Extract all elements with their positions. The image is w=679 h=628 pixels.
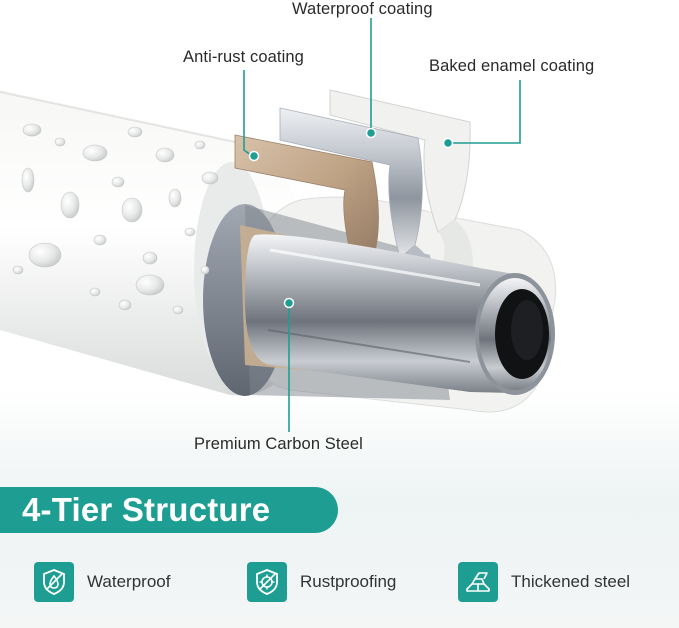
premium-carbon-steel-label: Premium Carbon Steel [194,435,363,453]
feature-rustproofing: Rustproofing [247,561,396,603]
feature-label: Rustproofing [300,572,397,591]
page-title: 4-Tier Structure [22,491,271,528]
waterproof-shield-icon [34,562,74,602]
feature-label: Thickened steel [511,572,631,591]
feature-thickened-steel: Thickened steel [458,561,630,603]
rustproof-shield-icon [247,562,287,602]
baked-enamel-coating-label: Baked enamel coating [429,57,595,75]
waterproof-coating-label: Waterproof coating [292,0,433,18]
feature-waterproof: Waterproof [34,561,170,603]
feature-label: Waterproof [87,572,171,591]
title-banner: 4-Tier Structure [0,487,338,533]
steel-bars-icon [458,562,498,602]
anti-rust-coating-label: Anti-rust coating [183,48,304,66]
